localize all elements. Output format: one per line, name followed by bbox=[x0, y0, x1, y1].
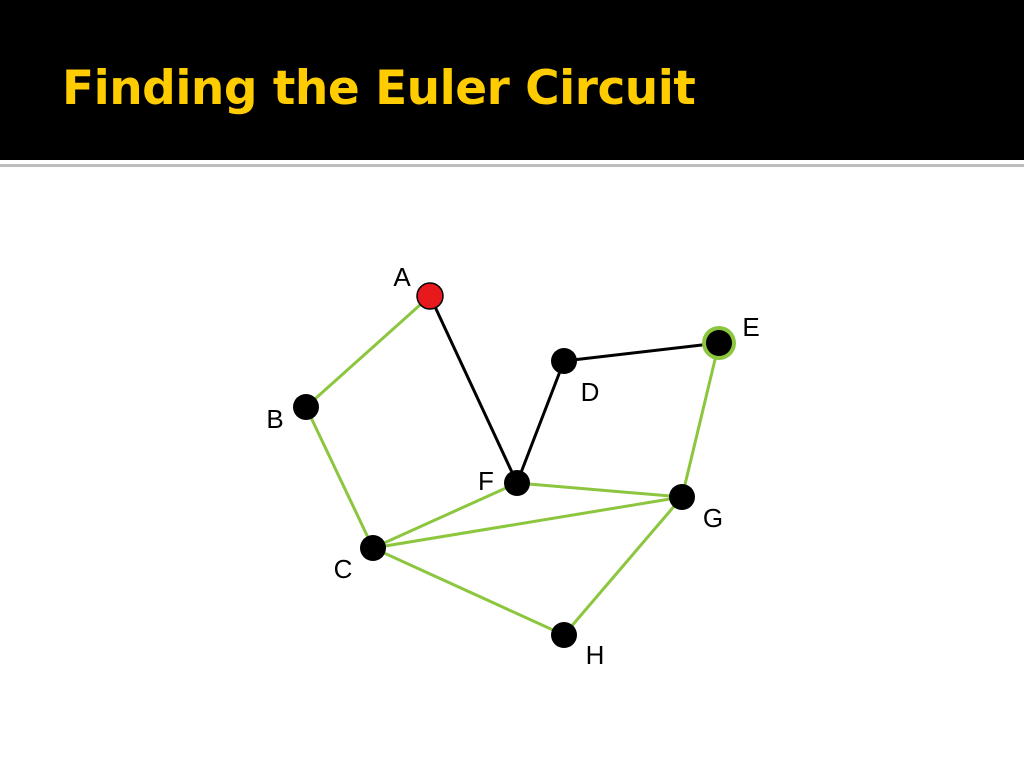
vertex-a bbox=[416, 282, 444, 310]
title-bar: Finding the Euler Circuit bbox=[0, 0, 1024, 160]
edge-a-b bbox=[304, 294, 432, 409]
vertices-layer bbox=[293, 282, 736, 648]
vertex-c bbox=[360, 535, 386, 561]
edge-f-g bbox=[515, 481, 684, 499]
vertex-d bbox=[551, 348, 577, 374]
vertex-label-g: G bbox=[703, 503, 723, 533]
vertex-label-f: F bbox=[478, 466, 494, 496]
slide-title: Finding the Euler Circuit bbox=[62, 61, 696, 116]
vertex-f bbox=[504, 470, 530, 496]
edge-c-f bbox=[371, 481, 519, 550]
vertex-label-c: C bbox=[334, 554, 353, 584]
title-rule-gap bbox=[0, 160, 1024, 164]
edge-g-e bbox=[680, 341, 721, 499]
edge-f-a bbox=[428, 294, 519, 485]
title-rule bbox=[0, 164, 1024, 167]
vertex-h bbox=[551, 622, 577, 648]
edge-d-f bbox=[515, 359, 566, 485]
edge-g-c bbox=[371, 495, 684, 550]
vertex-label-a: A bbox=[393, 262, 411, 292]
edges-layer bbox=[304, 294, 721, 637]
vertex-e bbox=[706, 330, 732, 356]
edge-e-d bbox=[562, 341, 721, 363]
vertex-label-d: D bbox=[581, 377, 600, 407]
edge-c-h bbox=[371, 546, 566, 637]
vertex-label-e: E bbox=[742, 312, 759, 342]
vertex-g bbox=[669, 484, 695, 510]
vertex-label-b: B bbox=[266, 404, 283, 434]
edge-h-g bbox=[562, 495, 684, 637]
labels-layer: A B C D E F G H bbox=[266, 262, 759, 670]
vertex-label-h: H bbox=[586, 640, 605, 670]
edge-b-c bbox=[304, 405, 375, 550]
vertex-b bbox=[293, 394, 319, 420]
